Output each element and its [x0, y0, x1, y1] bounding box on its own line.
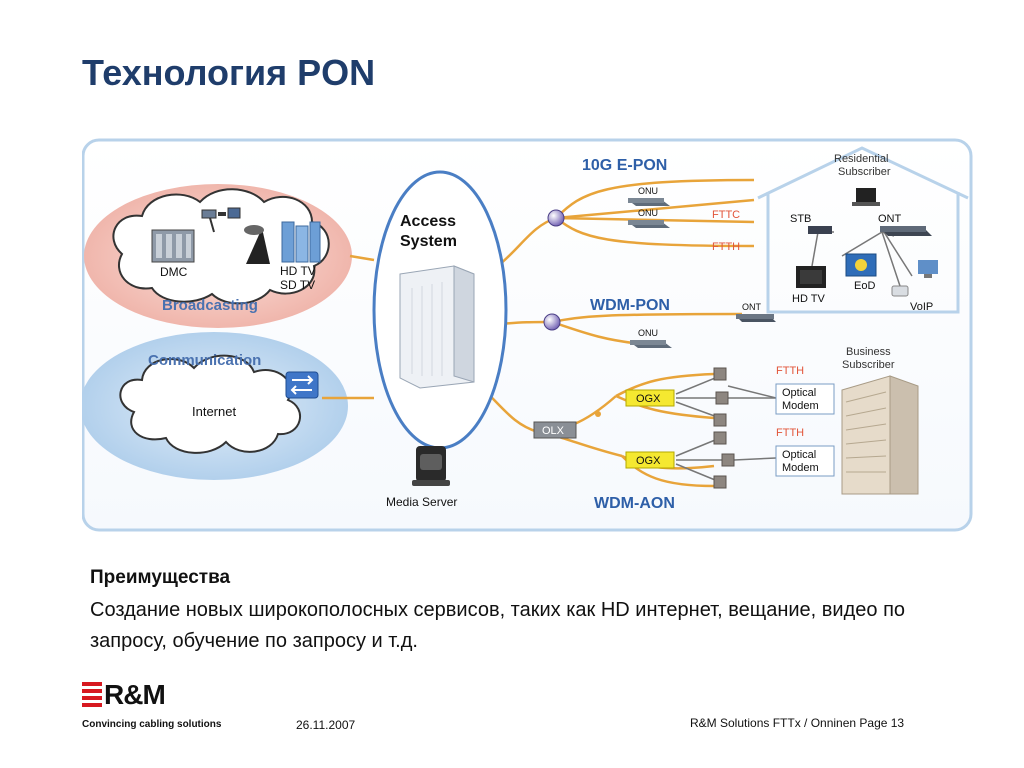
dmc-building-icon — [151, 229, 195, 263]
epon-onu-2-label: ONU — [638, 208, 658, 218]
ogx-box-2: OGX — [625, 451, 675, 469]
access-system-line2: System — [400, 233, 457, 250]
hdtv-server-icon — [281, 221, 321, 263]
modem-2-line2: Modem — [782, 462, 819, 474]
communication-label: Communication — [148, 352, 261, 369]
advantages-heading: Преимущества — [90, 567, 231, 588]
epon-label: 10G E-PON — [582, 157, 667, 174]
epon-ftth-label: FTTH — [712, 241, 740, 253]
aon-ftth-2-label: FTTH — [776, 427, 804, 439]
brand-tagline: Convincing cabling solutions — [82, 719, 222, 730]
epon-onu-2: ONU — [628, 208, 670, 228]
wdm-pon-ont-label: ONT — [742, 302, 762, 312]
voip-phone-icon — [891, 285, 909, 297]
wdm-aon-label: WDM-AON — [594, 495, 675, 512]
pc-icon — [918, 260, 938, 278]
residential-ont-label: ONT — [878, 213, 902, 225]
internet-cloud — [119, 354, 301, 454]
modem-1-line1: Optical — [782, 387, 816, 399]
epon-onu-1: ONU — [628, 186, 670, 206]
residential-ont-device — [880, 226, 932, 236]
voip-label: VoIP — [910, 301, 933, 313]
modem-1-line2: Modem — [782, 400, 819, 412]
access-system-line1: Access — [400, 213, 456, 230]
eod-label: EoD — [854, 280, 875, 292]
ogx-2-label: OGX — [636, 455, 661, 467]
business-subscriber: Business Subscriber — [841, 346, 919, 495]
access-system: Access System — [372, 170, 508, 450]
network-switch-icon — [285, 371, 319, 399]
residential-line2: Subscriber — [838, 166, 891, 178]
media-server-label: Media Server — [386, 495, 457, 509]
slide-title: Технология PON — [82, 52, 376, 93]
internet-label: Internet — [192, 404, 236, 419]
wdm-pon-label: WDM-PON — [590, 297, 670, 314]
epon-splitter — [547, 209, 565, 227]
epon-onu-1-label: ONU — [638, 186, 658, 196]
stb-label: STB — [790, 213, 811, 225]
residential-line1: Residential — [834, 153, 888, 165]
modem-2-line1: Optical — [782, 449, 816, 461]
footer-date: 26.11.2007 — [296, 718, 356, 732]
communication-zone: Communication Internet — [82, 332, 348, 480]
broadcast-hdtv-label: HD TV — [280, 264, 316, 278]
business-line2: Subscriber — [842, 359, 895, 371]
laptop-icon — [852, 188, 880, 206]
satellite-icon — [201, 207, 241, 233]
broadcasting-label: Broadcasting — [162, 297, 258, 314]
media-server: Media Server — [386, 446, 457, 509]
broadcasting-zone: DMC HD TV SD TV Broadcasting — [84, 184, 352, 328]
wdm-pon-ont: ONT — [736, 302, 776, 322]
broadcast-sdtv-label: SD TV — [280, 278, 315, 292]
stb-device — [808, 226, 832, 234]
wdm-pon-onu-label: ONU — [638, 328, 658, 338]
epon-fttc-label: FTTC — [712, 209, 740, 221]
optical-modem-1: Optical Modem — [775, 383, 835, 415]
dmc-label: DMC — [160, 265, 188, 279]
aon-ftth-1-label: FTTH — [776, 365, 804, 377]
optical-modem-2: Optical Modem — [775, 445, 835, 477]
rm-logo-mark-icon — [82, 682, 102, 708]
media-server-icon — [412, 446, 450, 486]
residential-hdtv-label: HD TV — [792, 293, 825, 305]
olx-label: OLX — [542, 425, 565, 437]
broadcast-cloud — [112, 188, 330, 305]
wdm-pon-splitter — [543, 313, 561, 331]
olx-box: OLX — [533, 421, 577, 439]
ogx-1-label: OGX — [636, 393, 661, 405]
wdm-pon-onu: ONU — [630, 328, 672, 348]
business-line1: Business — [846, 346, 891, 358]
dish-antenna-icon — [244, 225, 270, 264]
office-building-icon — [841, 375, 919, 495]
advantages-text: Создание новых широкополосных сервисов, … — [90, 599, 906, 652]
footer-page-info: R&M Solutions FTTx / Onninen Page 13 — [690, 716, 905, 730]
access-server-rack-icon — [399, 265, 475, 389]
pon-diagram: DMC HD TV SD TV Broadcasting Communicati… — [82, 136, 974, 532]
brand-name: R&M — [104, 679, 166, 710]
aon-node-squares — [713, 367, 735, 489]
residential-house: Residential Subscriber ONT STB HD TV EoD… — [757, 146, 969, 314]
ogx-box-1: OGX — [625, 389, 675, 407]
residential-tv-icon — [796, 266, 826, 288]
eod-monitor-icon — [845, 253, 877, 277]
